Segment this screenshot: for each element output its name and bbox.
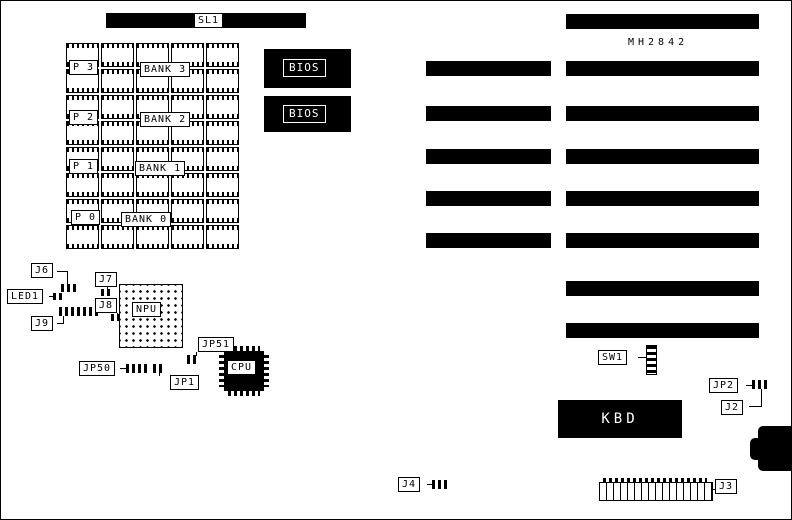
memory-chip <box>171 173 204 197</box>
memory-chip <box>101 173 134 197</box>
keyboard-din-connector <box>758 426 791 471</box>
expansion-slot-bar <box>566 281 759 296</box>
label-sl1: SL1 <box>194 13 224 28</box>
memory-chip <box>206 173 239 197</box>
j8-jumper-pins <box>111 314 123 321</box>
memory-chip <box>66 225 99 249</box>
kbd-chip: KBD <box>558 400 682 438</box>
label-jp2: JP2 <box>709 378 739 393</box>
memory-chip <box>101 69 134 93</box>
label-p2: P 2 <box>69 110 99 125</box>
label-bios-2: BIOS <box>283 105 326 123</box>
label-j9: J9 <box>31 316 54 331</box>
j9-lead-line <box>63 316 64 324</box>
label-bank3: BANK 3 <box>140 62 191 77</box>
label-sw1: SW1 <box>598 350 628 365</box>
memory-chip <box>101 147 134 171</box>
led1-pins <box>53 293 65 300</box>
cpu-pins-top <box>228 346 260 351</box>
cpu-pins-left <box>219 355 224 387</box>
expansion-slot-bar <box>566 191 759 206</box>
jp2-jumper-pins <box>752 380 770 389</box>
expansion-slot-bar <box>426 106 551 121</box>
label-j2: J2 <box>721 400 744 415</box>
label-jp50: JP50 <box>79 361 116 376</box>
memory-chip <box>206 69 239 93</box>
label-bank0: BANK 0 <box>121 212 172 227</box>
j7-jumper-pins <box>101 289 113 296</box>
j4-lead-line <box>427 484 432 485</box>
label-j4: J4 <box>398 477 421 492</box>
memory-chip <box>206 199 239 223</box>
memory-chip <box>206 225 239 249</box>
memory-chip <box>66 173 99 197</box>
label-jp1: JP1 <box>170 375 200 390</box>
j2-lead-line <box>749 406 761 407</box>
expansion-slot-bar <box>426 61 551 76</box>
label-bank2: BANK 2 <box>140 112 191 127</box>
jp51-jumper-pins <box>187 355 197 364</box>
j6-jumper-pins <box>61 284 77 292</box>
expansion-slot-bar <box>566 61 759 76</box>
jp1-lead-line <box>159 373 160 376</box>
cpu-pins-bottom <box>228 391 260 396</box>
j2-lead-line <box>761 389 762 407</box>
label-j6: J6 <box>31 263 54 278</box>
label-kbd: KBD <box>601 411 639 427</box>
board-model-text: MH2842 <box>628 37 689 48</box>
j4-jumper-pins <box>432 480 448 489</box>
memory-chip <box>206 147 239 171</box>
label-j7: J7 <box>95 272 118 287</box>
label-npu: NPU <box>132 302 162 317</box>
j6-lead-line <box>57 271 67 272</box>
expansion-slot-bar <box>426 191 551 206</box>
jp1-jumper-pins <box>153 364 165 373</box>
memory-chip <box>171 199 204 223</box>
jp51-lead-line <box>196 352 197 356</box>
memory-chip <box>206 121 239 145</box>
memory-chip <box>101 95 134 119</box>
expansion-slot-bar <box>566 149 759 164</box>
expansion-slot-bar <box>566 233 759 248</box>
memory-chip <box>136 225 169 249</box>
expansion-slot-bar <box>426 233 551 248</box>
memory-chip <box>101 225 134 249</box>
label-bank1: BANK 1 <box>135 161 186 176</box>
memory-chip <box>101 43 134 67</box>
j3-lead-line <box>711 489 716 490</box>
memory-chip <box>171 225 204 249</box>
label-p0: P 0 <box>71 210 101 225</box>
j7-lead-line <box>107 287 108 290</box>
jp50-lead-line <box>120 368 126 369</box>
label-cpu: CPU <box>227 360 257 375</box>
memory-chip <box>136 173 169 197</box>
expansion-slot-bar <box>566 14 759 29</box>
memory-chip <box>206 43 239 67</box>
expansion-slot-bar <box>566 323 759 338</box>
j9-lead-line <box>57 323 63 324</box>
cpu-pins-right <box>264 355 269 387</box>
memory-chip <box>206 95 239 119</box>
label-j3: J3 <box>715 479 738 494</box>
keyboard-din-connector <box>750 438 759 460</box>
label-bios-1: BIOS <box>283 59 326 77</box>
j3-header-ticks <box>603 478 707 482</box>
sw1-dip-switch <box>646 345 657 375</box>
label-j8: J8 <box>95 298 118 313</box>
jp2-lead-line <box>746 385 752 386</box>
label-led1: LED1 <box>7 289 44 304</box>
j8-lead-line <box>117 313 118 315</box>
expansion-slot-bar <box>426 149 551 164</box>
j9-header-pins <box>59 307 101 316</box>
label-p1: P 1 <box>69 159 99 174</box>
memory-chip <box>101 121 134 145</box>
expansion-slot-bar <box>566 106 759 121</box>
j3-header <box>599 482 713 501</box>
label-jp51: JP51 <box>198 337 235 352</box>
sw1-lead-line <box>638 357 646 358</box>
j6-lead-line <box>67 271 68 284</box>
label-p3: P 3 <box>69 60 99 75</box>
jp50-jumper-pins <box>126 364 148 373</box>
led1-lead-line <box>49 296 53 297</box>
